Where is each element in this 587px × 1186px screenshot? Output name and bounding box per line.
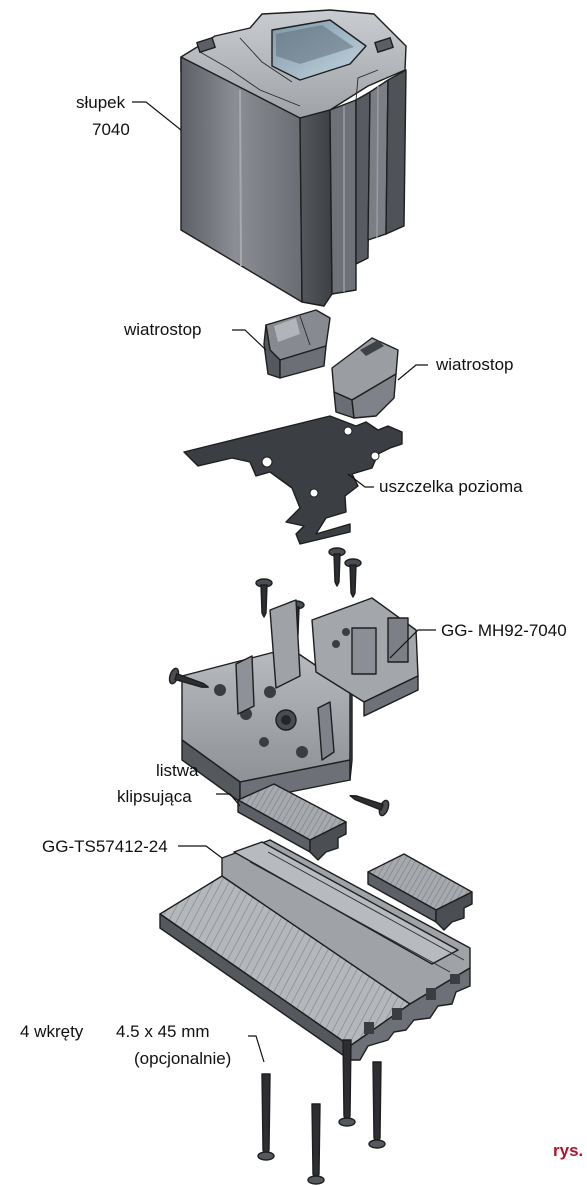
leader-screws	[248, 1035, 265, 1063]
label-connector: GG- MH92-7040	[441, 621, 567, 640]
label-post-line1: słupek	[76, 93, 126, 112]
label-gasket: uszczelka pozioma	[379, 477, 523, 496]
leader-threshold	[178, 845, 223, 859]
leader-post	[132, 101, 182, 131]
threshold-profile	[159, 839, 471, 1061]
clip-strip-second	[367, 853, 473, 931]
label-threshold: GG-TS57412-24	[42, 837, 168, 856]
leader-connector	[389, 629, 436, 659]
label-post-line2: 7040	[92, 120, 130, 139]
post-profile	[180, 9, 407, 307]
windstop-right	[331, 337, 399, 419]
leader-clip-strip	[216, 793, 241, 807]
label-windstop-left: wiatrostop	[123, 320, 201, 339]
clip-strip	[237, 783, 347, 861]
leader-windstop-right	[397, 364, 428, 381]
label-screws-count: 4 wkręty	[20, 1022, 84, 1041]
label-clip-strip-line1: listwa	[156, 761, 199, 780]
label-screws-size: 4.5 x 45 mm	[116, 1022, 210, 1041]
windstop-left	[263, 309, 331, 379]
label-clip-strip-line2: klipsująca	[117, 787, 192, 806]
label-screws-note: (opcjonalnie)	[134, 1049, 231, 1068]
leader-windstop-left	[232, 329, 267, 351]
connector-block	[168, 597, 419, 817]
figure-ref: rys.	[553, 1141, 583, 1160]
leader-gasket	[347, 473, 374, 488]
horizontal-gasket	[183, 415, 403, 545]
long-screws	[257, 1039, 386, 1185]
label-windstop-right: wiatrostop	[435, 355, 513, 374]
